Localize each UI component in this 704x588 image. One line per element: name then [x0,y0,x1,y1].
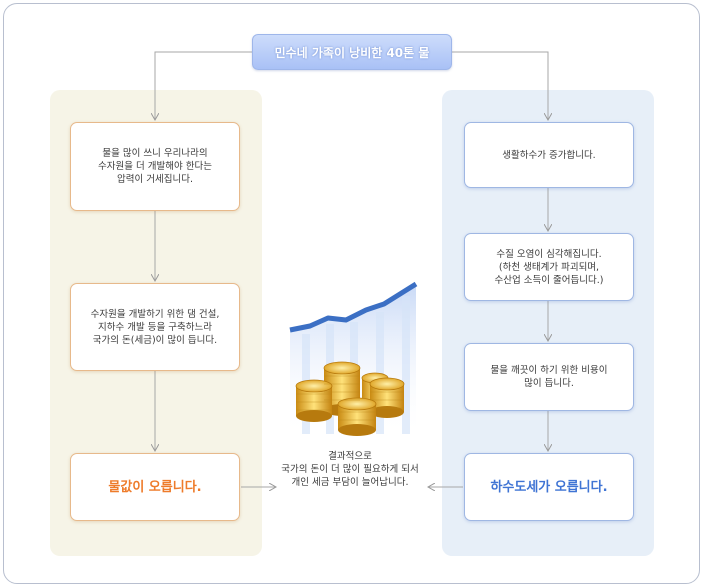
right-step-3-box: 물을 깨끗이 하기 위한 비용이 많이 듭니다. [464,343,634,411]
right-step-1-box: 생활하수가 증가합니다. [464,122,634,188]
left-step-2-box: 수자원을 개발하기 위한 댐 건설, 지하수 개발 등을 구축하느라 국가의 돈… [70,283,240,371]
title-banner: 민수네 가족이 낭비한 40톤 물 [252,34,452,70]
conclusion-text: 결과적으로 국가의 돈이 더 많이 필요하게 되서 개인 세금 부담이 늘어납니… [281,451,419,488]
left-step-1-box: 물을 많이 쓰니 우리나라의 수자원을 더 개발해야 한다는 압력이 거세집니다… [70,122,240,211]
left-result-box: 물값이 오릅니다. [70,453,240,521]
coin-stacks [295,361,405,436]
right-step-2-box: 수질 오염이 심각해집니다. (하천 생태계가 파괴되며, 수산업 소득이 줄어… [464,233,634,301]
title-to-right-connector [452,51,548,120]
coins-rising-chart-illustration [289,281,418,438]
right-result-box: 하수도세가 오릅니다. [464,453,634,521]
title-to-left-connector [155,51,252,120]
